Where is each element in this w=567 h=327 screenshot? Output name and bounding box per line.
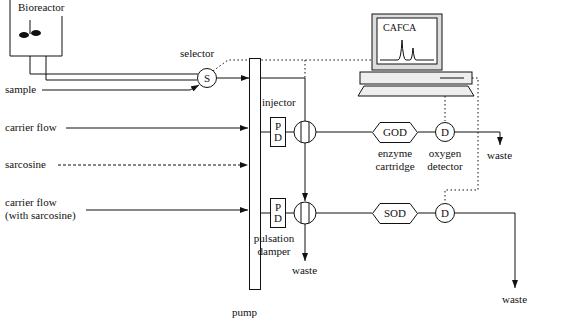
node-text: P D [274, 202, 282, 224]
monitor-screen [377, 18, 437, 64]
input-label: sarcosine [5, 158, 46, 171]
flow-connector [217, 78, 249, 79]
oxygen-detector: D [435, 122, 455, 142]
pulsation-damper: P D [270, 198, 286, 228]
flow-connector [261, 213, 270, 214]
control-line [305, 60, 306, 78]
sample-loop-line [261, 78, 305, 121]
carrier-sarcosine-line [86, 210, 248, 211]
monitor-frame [372, 14, 442, 70]
injector-link-line [305, 143, 306, 201]
sample-tube [30, 56, 198, 74]
enzyme-cartridge: SOD [372, 203, 418, 224]
input-label: carrier flow [5, 121, 57, 134]
drive-slot [440, 78, 464, 79]
injector-port [301, 122, 302, 142]
carrier-line [66, 128, 248, 129]
node-text: D [441, 207, 449, 220]
node-text: D [441, 126, 449, 139]
control-line [213, 60, 372, 71]
flow-connector [418, 132, 435, 133]
injector-port [309, 203, 310, 223]
return-tube [46, 56, 197, 80]
waste-line [455, 213, 515, 288]
part-label: selector [180, 47, 214, 60]
part-label: injector [262, 96, 296, 109]
enzyme-cartridge: GOD [372, 122, 418, 143]
outlet-label: waste [292, 264, 317, 277]
software-label: CAFCA [383, 21, 416, 34]
part-label: Bioreactor [18, 1, 64, 14]
input-label: sample [5, 83, 36, 96]
outlet-label: waste [502, 293, 527, 306]
node-text: P D [274, 121, 282, 143]
stirrer-blade [19, 32, 29, 38]
input-label: carrier flow (with sarcosine) [5, 196, 81, 222]
injector-port [301, 203, 302, 223]
node-text: GOD [383, 126, 407, 139]
control-line [445, 96, 446, 121]
computer-base [360, 72, 472, 84]
sarcosine-line [58, 165, 248, 166]
injector-port [309, 122, 310, 142]
part-label: pulsation damper [250, 232, 298, 258]
injector-valve [294, 202, 316, 224]
flow-connector [261, 132, 270, 133]
hexagon-shape [373, 203, 418, 223]
injector-valve [294, 121, 316, 143]
flow-connector [418, 213, 435, 214]
keyboard [358, 86, 474, 96]
outlet-label: waste [487, 149, 512, 162]
stirrer-blade [31, 30, 41, 36]
part-label: oxygen detector [423, 147, 467, 173]
hexagon-shape [373, 122, 418, 142]
pulsation-damper: P D [270, 117, 286, 147]
oxygen-detector: D [435, 203, 455, 223]
selector-valve: S [197, 68, 217, 88]
part-label: enzyme cartridge [370, 147, 420, 173]
waste-line [455, 132, 500, 145]
sample-line [42, 85, 199, 90]
chromatogram-peaks [380, 40, 434, 60]
node-text: SOD [384, 207, 406, 220]
node-text: pump [232, 306, 257, 319]
computer-icon [358, 14, 474, 96]
node-text: S [204, 72, 210, 85]
injector-waste-line [305, 224, 306, 261]
stirrer-shaft [30, 20, 31, 34]
